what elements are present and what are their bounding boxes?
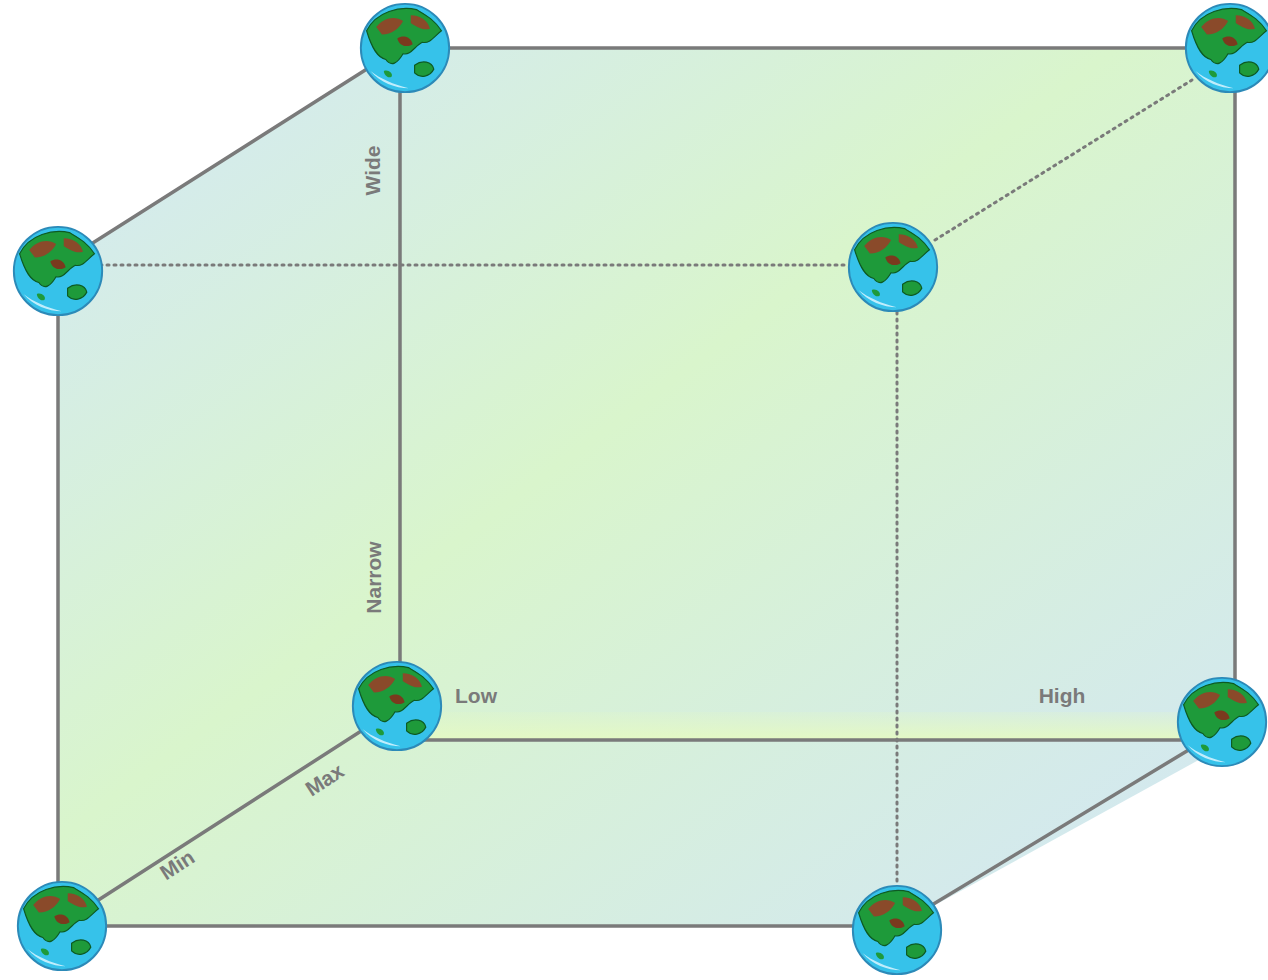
axis-label: High	[1039, 685, 1086, 706]
axis-label: Narrow	[362, 541, 383, 613]
axis-label: Wide	[362, 145, 383, 195]
globe-icon	[14, 4, 1268, 974]
axis-label: Low	[455, 685, 497, 706]
